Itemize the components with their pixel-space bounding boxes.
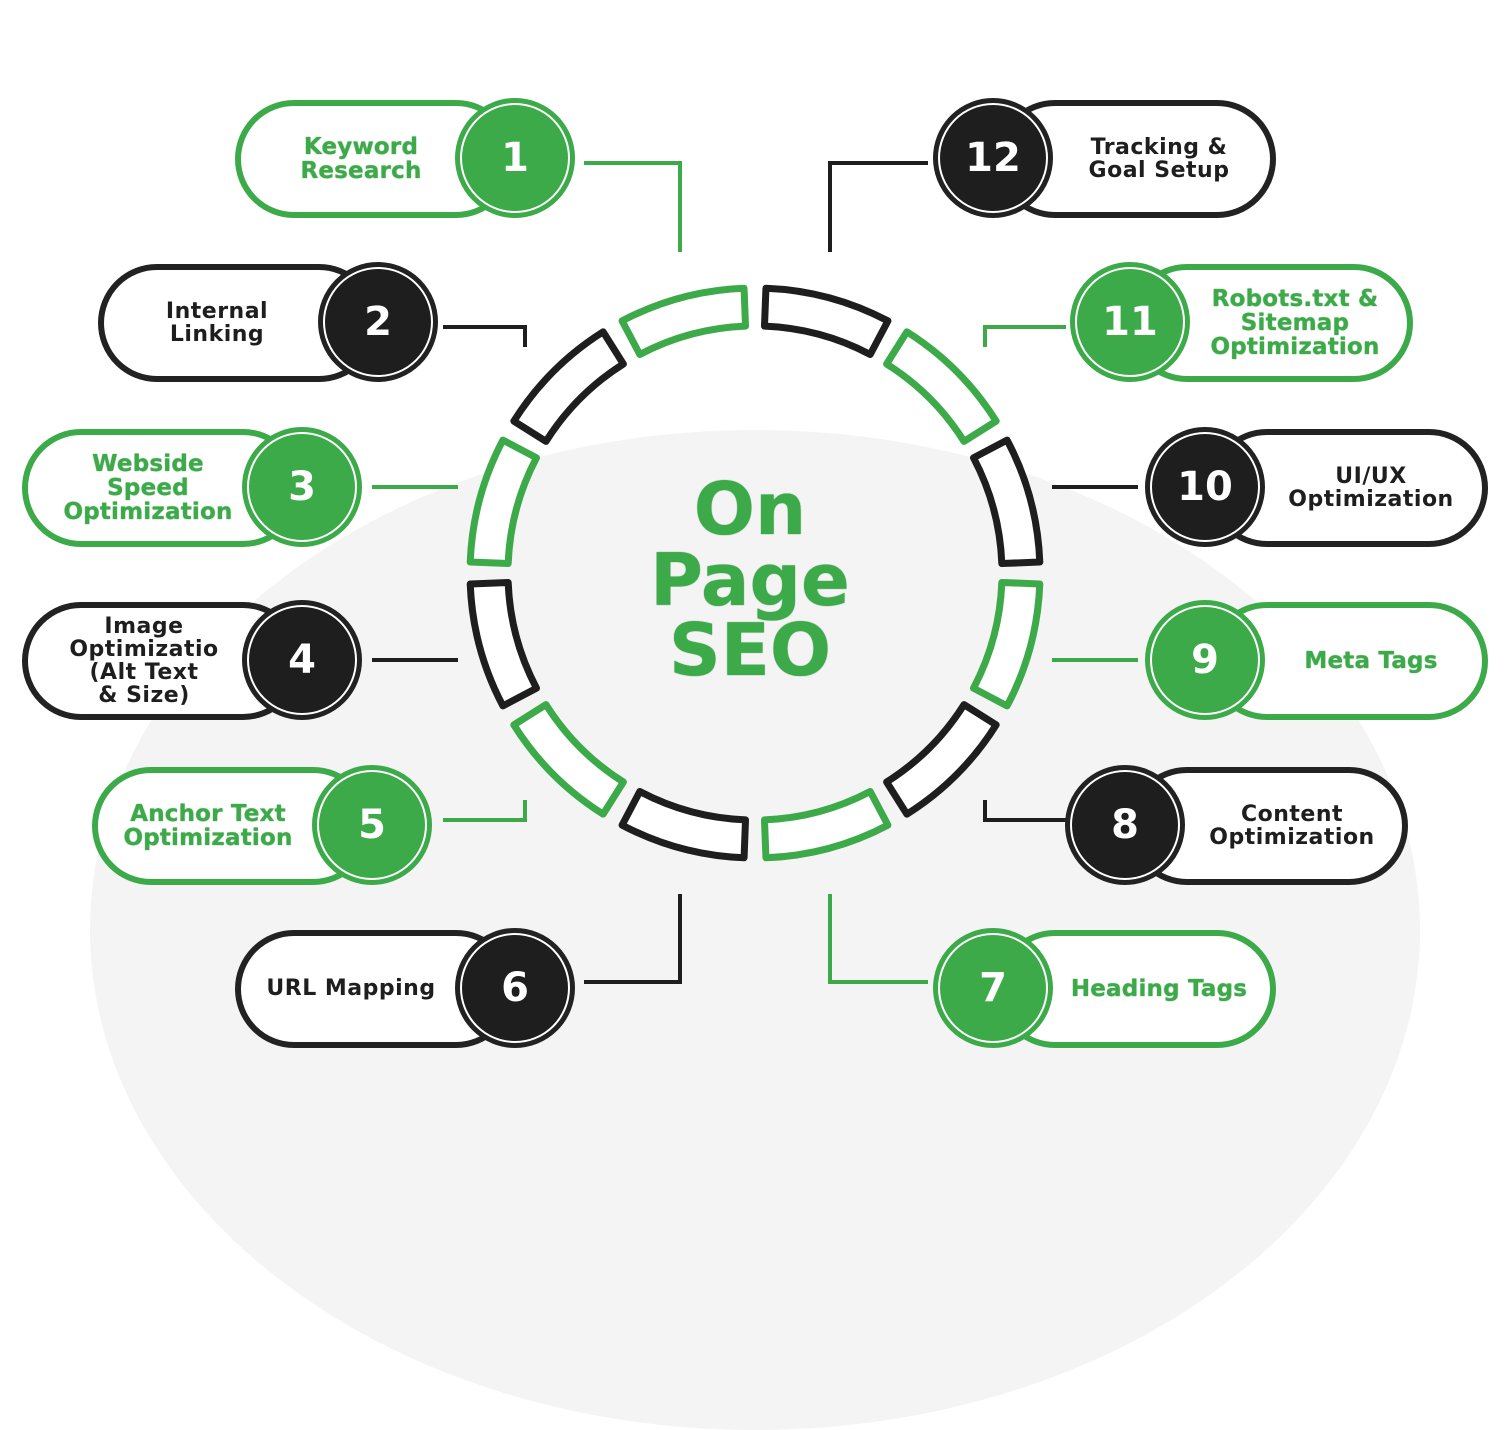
ring-segment <box>618 284 750 359</box>
connector-line-12 <box>828 161 928 252</box>
topic-label: Tracking & Goal Setup <box>1088 134 1230 183</box>
topic-label: Robots.txt & Sitemap Optimization <box>1210 285 1380 361</box>
number-badge: 3 <box>249 434 355 540</box>
connector-lines <box>372 161 1138 984</box>
topic-label: Content Optimization <box>1209 801 1375 850</box>
number-badge: 10 <box>1152 434 1258 540</box>
ring-segment <box>969 436 1044 568</box>
number-badge: 12 <box>940 105 1046 211</box>
ring-segment <box>883 701 1000 818</box>
ring-segment <box>760 284 892 359</box>
number-badge: 5 <box>319 772 425 878</box>
ring-segment <box>466 578 541 710</box>
number-badge: 8 <box>1072 772 1178 878</box>
number-badge: 11 <box>1077 269 1183 375</box>
number-badge: 4 <box>249 607 355 713</box>
ring-segment <box>760 787 892 862</box>
center-title-line2: Page <box>650 537 850 622</box>
topic-pill <box>1128 767 1408 885</box>
topic-label: Internal Linking <box>165 298 269 347</box>
number-badge: 2 <box>325 269 431 375</box>
topic-label: Anchor Text Optimization <box>123 800 293 851</box>
number-badge: 9 <box>1152 607 1258 713</box>
ring-segment <box>510 701 627 818</box>
connector-line-5 <box>443 800 527 822</box>
center-title: On Page SEO <box>600 460 900 700</box>
ring-segment <box>969 578 1044 710</box>
number-badge: 1 <box>462 105 568 211</box>
topic-label: UI/UX Optimization <box>1288 463 1454 512</box>
ring-segment <box>883 328 1000 445</box>
center-title-line3: SEO <box>668 608 832 693</box>
connector-line-2 <box>443 325 527 347</box>
number-badge: 6 <box>462 935 568 1041</box>
connector-line-1 <box>584 161 682 252</box>
topic-label: URL Mapping <box>266 976 436 1002</box>
topic-label: Meta Tags <box>1304 647 1438 674</box>
topic-label: Keyword Research <box>300 133 422 184</box>
connector-line-11 <box>983 325 1066 347</box>
ring-segment <box>466 436 541 568</box>
connector-line-6 <box>584 894 682 984</box>
topic-label: Webside Speed Optimization <box>63 450 233 526</box>
number-badge: 7 <box>940 935 1046 1041</box>
connector-line-8 <box>983 800 1066 822</box>
topic-label: Image Optimizatio (Alt Text & Size) <box>69 613 219 709</box>
center-ring <box>466 284 1044 862</box>
ring-segment <box>618 787 750 862</box>
ring-and-connectors <box>372 161 1138 984</box>
center-title-line1: On <box>693 467 807 552</box>
ring-segment <box>510 328 627 445</box>
topic-label: Heading Tags <box>1070 975 1248 1002</box>
connector-line-7 <box>828 894 928 984</box>
